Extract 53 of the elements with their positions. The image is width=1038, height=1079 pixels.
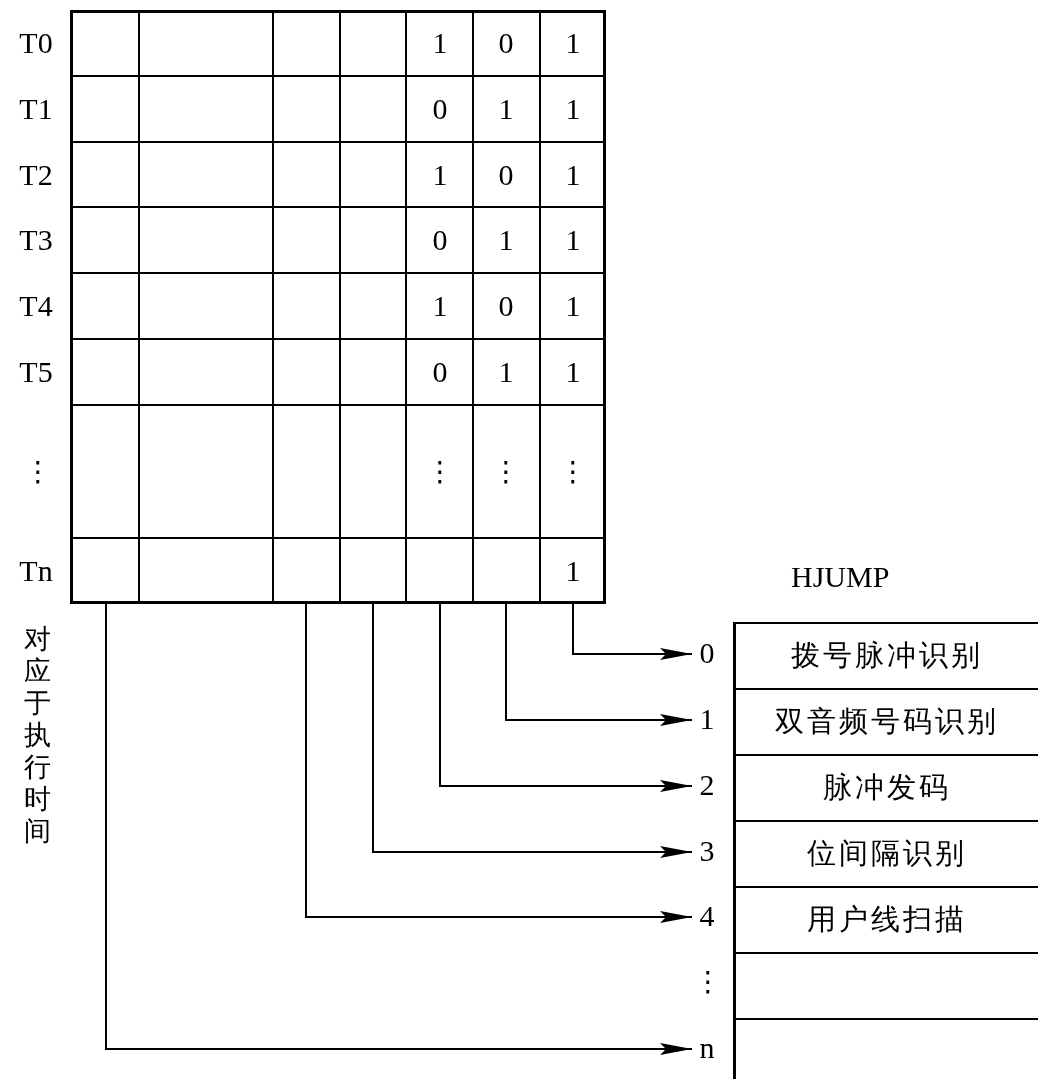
cell-value: 1 — [565, 28, 581, 58]
table-row: 双音频号码识别 — [733, 688, 1038, 754]
row-label: T5 — [19, 357, 53, 387]
cell-value: 1 — [498, 225, 514, 255]
index-number: 1 — [694, 704, 720, 738]
cell-value: 1 — [565, 94, 581, 124]
table-row: 脉冲发码 — [733, 754, 1038, 820]
row-label: T2 — [19, 159, 53, 190]
index-number: 4 — [694, 901, 720, 935]
cell-value: 0 — [432, 94, 448, 124]
vertical-ellipsis: ⋮ — [492, 457, 520, 486]
vertical-ellipsis: ⋮ — [426, 457, 454, 486]
table-heading: HJUMP — [791, 562, 890, 592]
cell-value: 1 — [565, 357, 581, 387]
row-label: T1 — [19, 94, 53, 124]
vertical-ellipsis: ⋮ — [24, 457, 52, 486]
vertical-ellipsis: ⋮ — [559, 457, 587, 486]
cell-value: 1 — [565, 291, 581, 321]
cell-value: 1 — [432, 159, 448, 190]
arrow — [372, 603, 693, 858]
index-number: 2 — [694, 770, 720, 804]
index-number: n — [694, 1033, 720, 1067]
arrow — [305, 603, 693, 923]
row-label: T4 — [19, 291, 53, 321]
row-label: Tn — [19, 556, 53, 586]
cell-value: 1 — [498, 94, 514, 124]
table-row — [733, 952, 1038, 1018]
cell-value: 1 — [498, 357, 514, 387]
schedule-table — [70, 10, 606, 604]
table-row: 位间隔识别 — [733, 820, 1038, 886]
vertical-ellipsis: ⋮ — [694, 968, 722, 996]
arrow — [439, 603, 693, 792]
cell-value: 1 — [565, 159, 581, 190]
table-row: 拨号脉冲识别 — [733, 622, 1038, 688]
cell-value: 0 — [498, 28, 514, 58]
row-label: T0 — [19, 28, 53, 58]
cell-value: 0 — [498, 291, 514, 321]
cell-value: 1 — [565, 225, 581, 255]
arrow — [505, 603, 693, 726]
cell-value: 1 — [432, 291, 448, 321]
arrow — [105, 603, 693, 1055]
cell-value: 0 — [498, 159, 514, 190]
arrow — [572, 603, 693, 660]
index-number: 0 — [694, 638, 720, 672]
index-number: 3 — [694, 836, 720, 870]
cell-value: 0 — [432, 357, 448, 387]
cell-value: 1 — [432, 28, 448, 58]
vertical-caption: 对应于执行时间 — [24, 623, 52, 847]
cell-value: 0 — [432, 225, 448, 255]
table-row: 用户线扫描 — [733, 886, 1038, 952]
cell-value: 1 — [565, 556, 581, 586]
table-row — [733, 1018, 1038, 1079]
row-label: T3 — [19, 225, 53, 255]
